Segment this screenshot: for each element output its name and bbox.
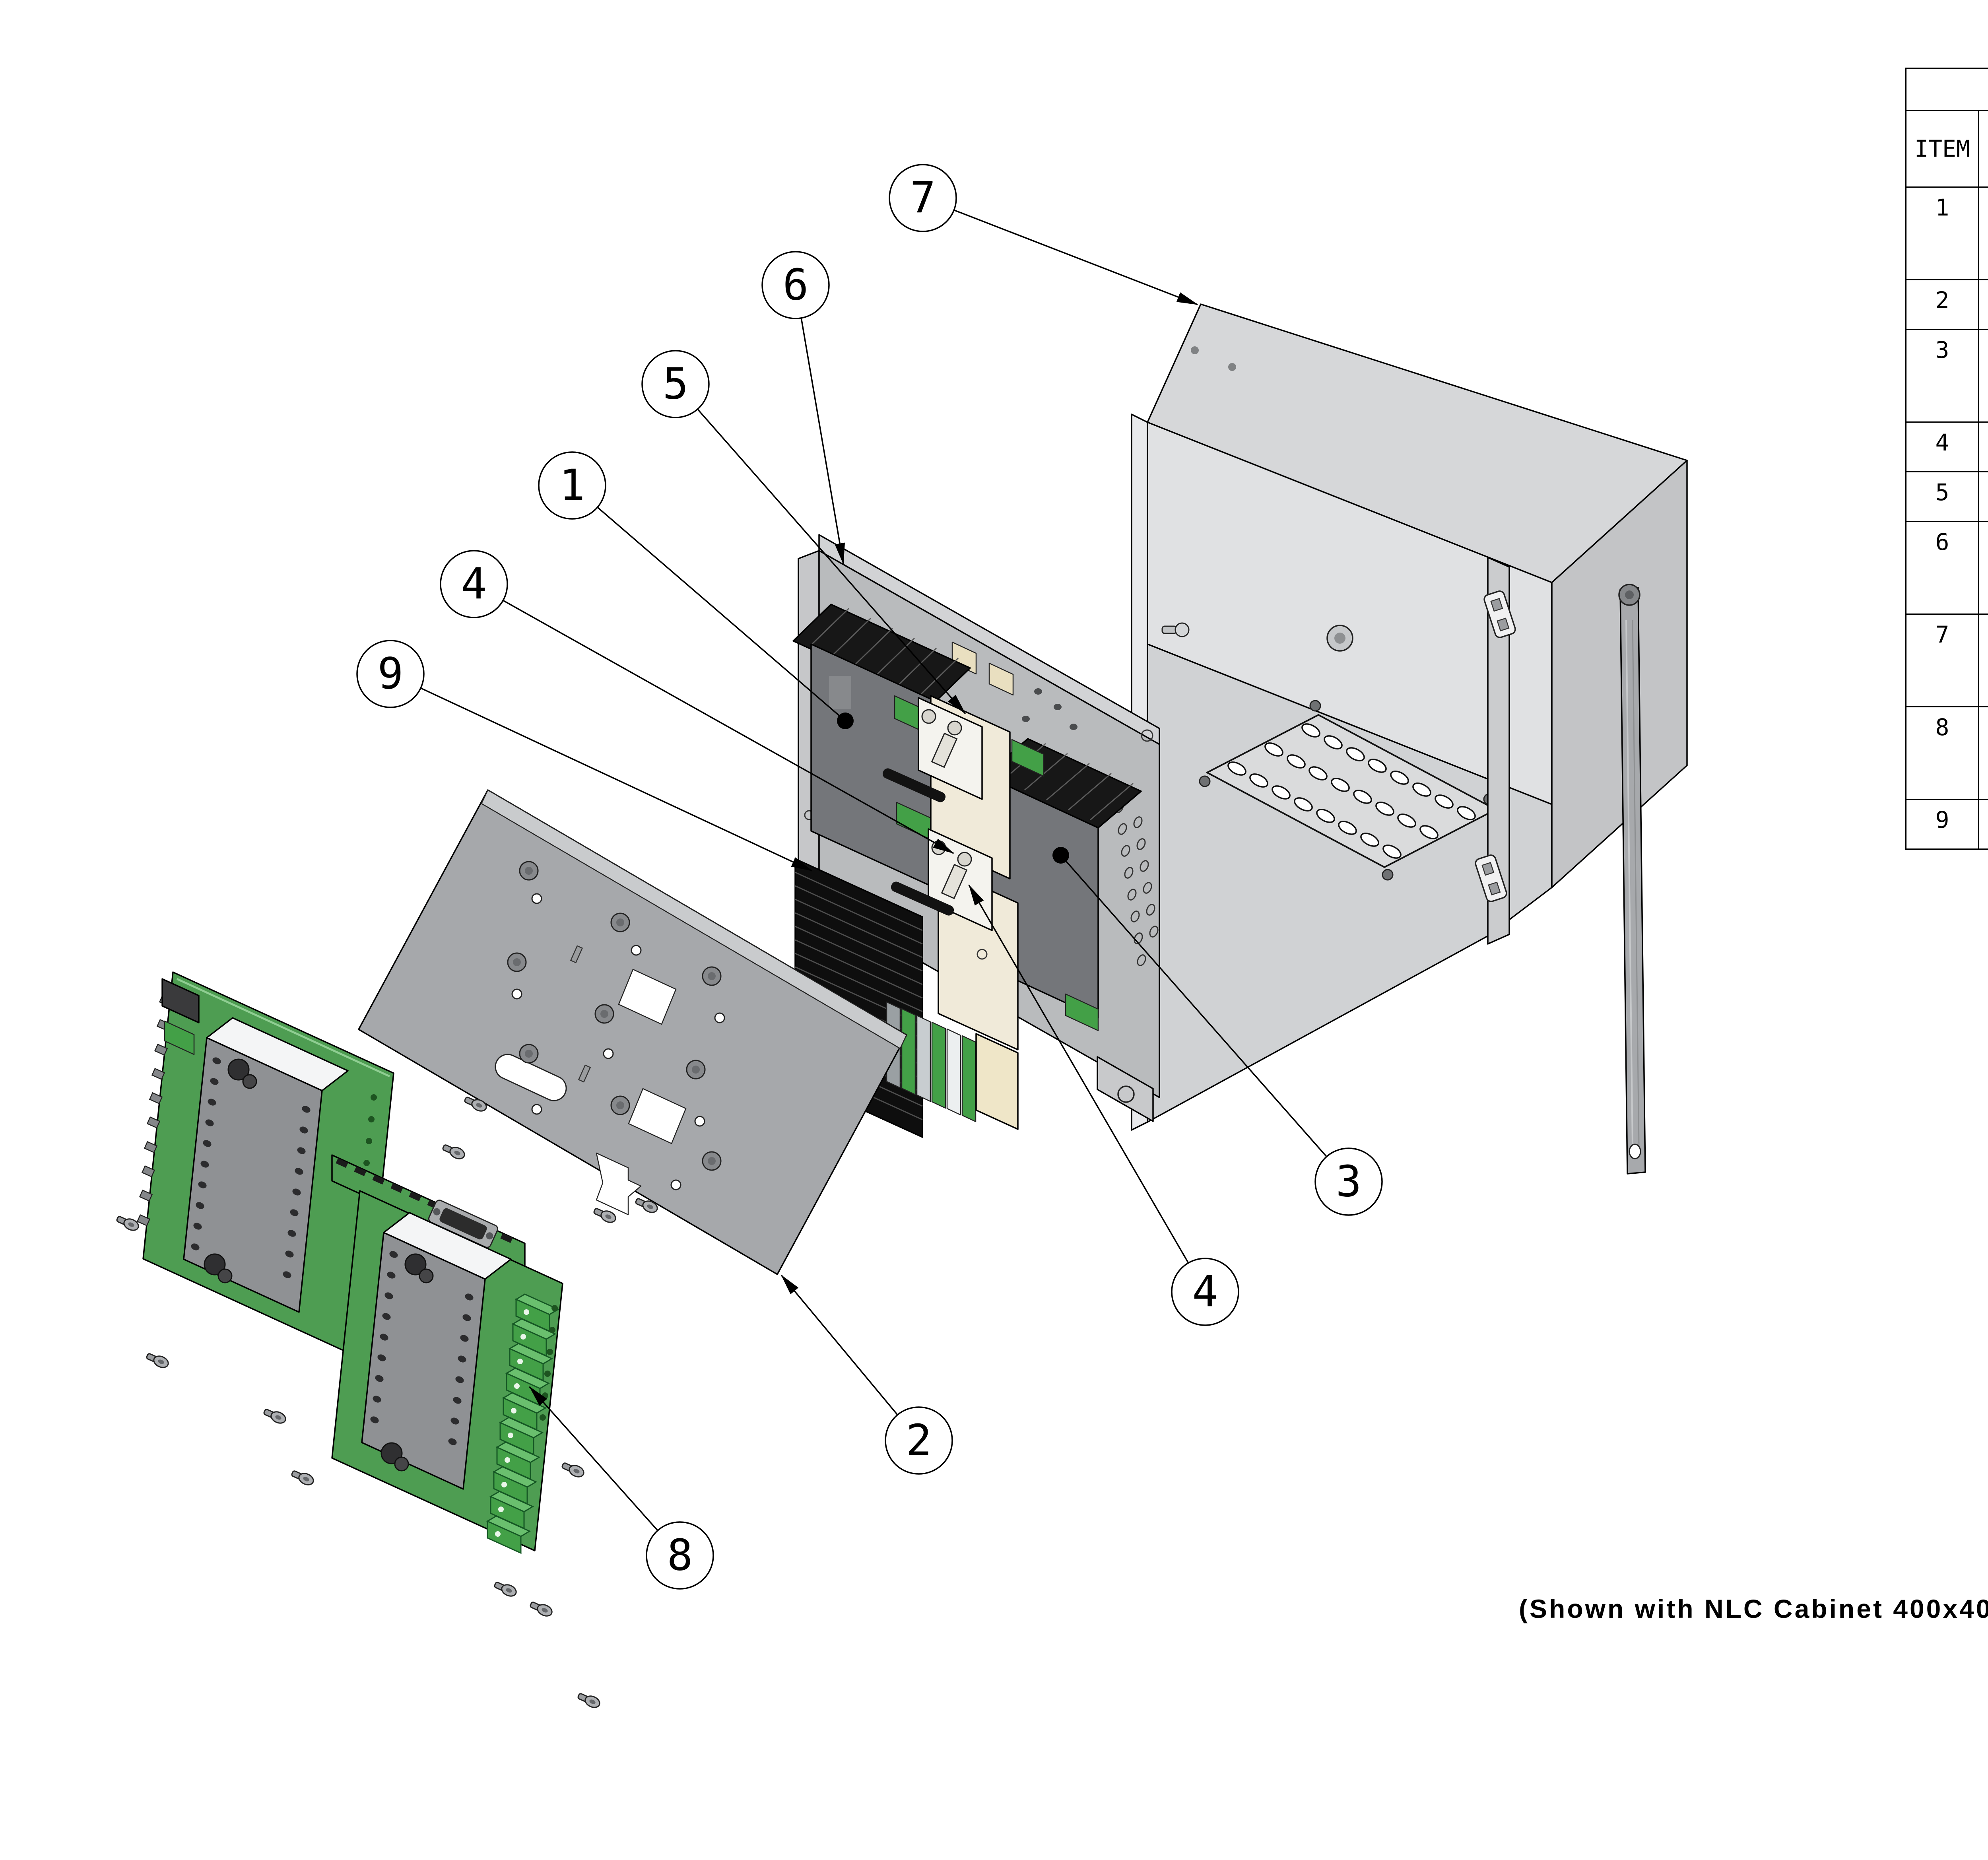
cell-item: 3: [1935, 336, 1949, 363]
leader-1: [571, 485, 846, 722]
wire-duct: [882, 768, 946, 802]
balloon-4b: 4: [1171, 1258, 1239, 1326]
balloon-label: 2: [906, 1416, 932, 1466]
balloon-2: 2: [885, 1406, 953, 1475]
leader-7: [922, 197, 1198, 305]
plate-slot: [495, 1054, 567, 1101]
cell-qty: 1: [1978, 472, 1988, 521]
db9-connector: [428, 1200, 499, 1248]
top-plate-flange: [481, 789, 907, 1049]
cell-qty: 1: [1978, 522, 1988, 614]
cell-item: 6: [1935, 528, 1949, 555]
pcb-connector: [161, 978, 200, 1023]
nlc-core-pcb-1: [136, 971, 394, 1361]
leader-8: [529, 1386, 681, 1556]
assembly-foot: [1097, 1056, 1154, 1122]
parts-row-9: 9 0 Mimic: [1906, 799, 1988, 848]
wall-stud: [1161, 622, 1190, 637]
cell-item: 2: [1935, 287, 1949, 314]
balloon-1: 1: [538, 451, 606, 520]
leader-lines: [390, 197, 1349, 1556]
cabinet-right-wall: [1551, 460, 1688, 888]
balloon-9: 9: [356, 640, 425, 708]
din-clip: [951, 641, 977, 675]
balloon-6: 6: [761, 251, 830, 319]
breaker-6a: [918, 697, 983, 800]
leader-6: [795, 285, 845, 565]
plate-cutout: [596, 1152, 642, 1215]
cell-item: 8: [1935, 714, 1949, 741]
shield-front: [183, 1037, 323, 1313]
balloon-8: 8: [646, 1521, 714, 1590]
parts-row-6: 6 1 901-020 Bottom plate assembly NLC: [1906, 521, 1988, 614]
bottom-plate-assembly: [792, 534, 1160, 1138]
balloon-label: 7: [910, 173, 936, 223]
cell-qty: 0: [1978, 800, 1988, 848]
balloon-label: 1: [559, 461, 585, 511]
top-plate: [358, 789, 907, 1275]
leader-5: [675, 383, 966, 714]
parts-row-8: 8 0 500-100 XX/CORE NLC NLC core: [1906, 706, 1988, 799]
cell-item: 1: [1935, 194, 1949, 221]
leader-4a: [474, 583, 954, 854]
nlc-cabinet: [1131, 303, 1688, 1175]
balloon-label: 6: [782, 260, 808, 310]
plate-cutout: [618, 969, 677, 1025]
cell-qty: 1: [1978, 330, 1988, 421]
parts-list-title: PARTS LIST: [1906, 69, 1988, 110]
psu-terminal-green: [1011, 739, 1044, 777]
cell-item: 7: [1935, 621, 1949, 648]
pcb-vias: [540, 1305, 558, 1421]
balloon-callouts: 7 6 5 1 4 9 3 4: [356, 164, 1383, 1590]
cell-item: 5: [1935, 479, 1949, 506]
parts-row-3: 3 1 600-918 QUINT -PS/24VDC/24VDC/10: [1906, 329, 1988, 421]
din-clip: [988, 662, 1014, 696]
nlc-core-pcb-2: [331, 1154, 563, 1554]
cabinet-hinge-column: [1487, 557, 1510, 945]
cell-item: 4: [1935, 429, 1949, 456]
parts-row-7: 7 0 500-126 NLC Cabinet 400x400x200mm: [1906, 614, 1988, 706]
balloon-5: 5: [641, 350, 710, 418]
balloon-label: 4: [461, 559, 487, 609]
leader-2: [780, 1274, 920, 1441]
cell-qty: 0: [1978, 707, 1988, 799]
balloon-label: 8: [667, 1531, 693, 1580]
wire-duct: [891, 881, 954, 916]
drawing-caption: (Shown with NLC Cabinet 400x400x200mm, M…: [1519, 1594, 1988, 1623]
relay-block: [975, 1033, 1019, 1130]
balloon-7: 7: [889, 164, 957, 232]
cell-qty: 1: [1978, 188, 1988, 279]
leader-9: [390, 673, 813, 872]
psu-left-quint: [792, 604, 971, 887]
leader-3: [1060, 854, 1349, 1182]
cell-qty: 1: [1978, 423, 1988, 471]
terminal-row: [886, 1001, 1019, 1130]
col-header-qty: QTY: [1978, 111, 1988, 186]
parts-row-2: 2 1 901-023 Top Plate for NLC: [1906, 279, 1988, 329]
door-stay-bar: [1618, 584, 1646, 1175]
balloon-label: 4: [1192, 1267, 1218, 1317]
parts-list-header: ITEM QTY PART NUMBER DESCRIPTION: [1906, 110, 1988, 186]
plate-cutout: [628, 1088, 687, 1144]
plate-holes: [511, 893, 725, 1190]
cell-qty: 1: [1978, 280, 1988, 329]
parts-row-4: 4 1 600-927 Automatsikring 20A: [1906, 421, 1988, 471]
col-header-item: ITEM: [1914, 135, 1970, 162]
parts-row-5: 5 1 600-928 Automatsikring 6A: [1906, 471, 1988, 521]
cell-item: 9: [1935, 806, 1949, 833]
balloon-4a: 4: [440, 550, 508, 618]
pcb-terminal: [164, 1020, 195, 1055]
balloon-3: 3: [1314, 1147, 1383, 1216]
cable-gland: [1326, 625, 1353, 652]
parts-row-1: 1 1 600-917 QUINT-PS/ 1VAC/24VDC/10: [1906, 186, 1988, 279]
balloon-label: 5: [662, 359, 688, 409]
balloon-label: 3: [1336, 1157, 1361, 1207]
parts-list-table: PARTS LIST ITEM QTY PART NUMBER DESCRIPT…: [1905, 68, 1988, 850]
leader-4b: [968, 884, 1206, 1292]
balloon-label: 9: [377, 649, 403, 699]
cell-qty: 0: [1978, 615, 1988, 706]
psu-terminal-green: [1065, 993, 1099, 1031]
